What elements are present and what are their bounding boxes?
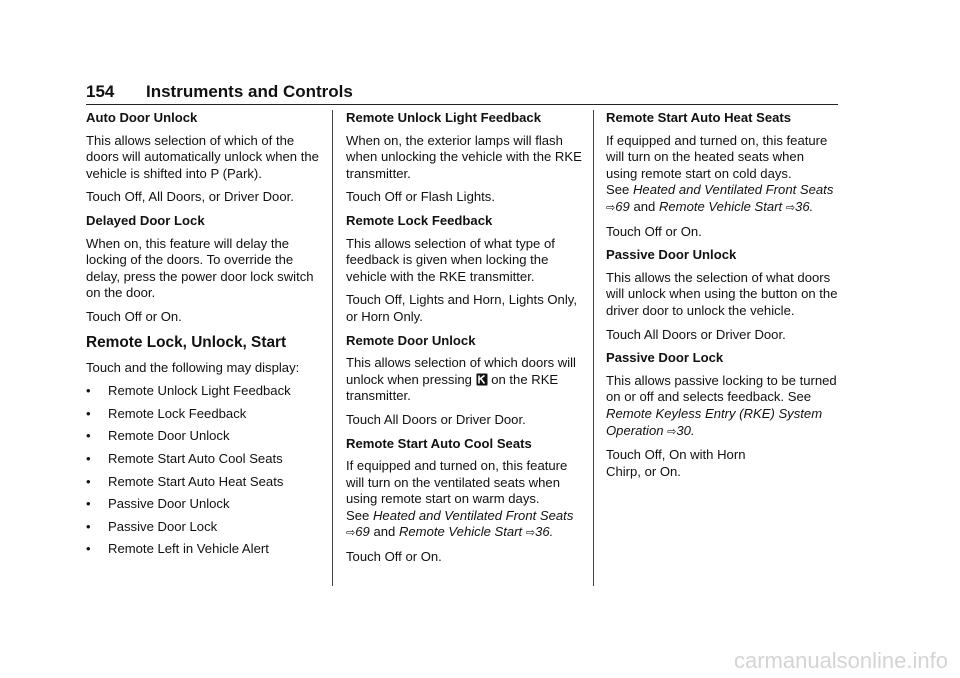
page-ref[interactable]: 36	[535, 524, 550, 540]
unlock-light-feedback-heading: Remote Unlock Light Feedback	[346, 110, 541, 125]
list-item: •Remote Unlock Light Feedback	[86, 383, 291, 399]
list-item: •Remote Door Unlock	[86, 428, 230, 444]
page-ref[interactable]: 30	[676, 422, 691, 438]
header-rule	[86, 104, 838, 105]
bullet: •	[86, 541, 91, 557]
column-1: Auto Door Unlock This allows selection o…	[86, 110, 322, 564]
bullet: •	[86, 405, 91, 421]
remote-options-list: •Remote Unlock Light Feedback •Remote Lo…	[86, 383, 322, 558]
delayed-door-lock-heading: Delayed Door Lock	[86, 212, 205, 228]
page-number: 154	[86, 82, 115, 101]
lock-feedback-body: This allows selection of what type of fe…	[346, 235, 555, 284]
unlock-key-icon	[476, 373, 488, 386]
lock-feedback-options: Touch Off, Lights and Horn, Lights Only,…	[346, 292, 577, 324]
page-ref-arrow-icon: ⇨	[667, 425, 677, 438]
list-item: •Remote Start Auto Cool Seats	[86, 450, 283, 466]
auto-cool-seats-heading: Remote Start Auto Cool Seats	[346, 435, 532, 451]
page-title: Instruments and Controls	[146, 82, 353, 101]
page-ref-arrow-icon: ⇨	[606, 201, 616, 214]
bullet: •	[86, 428, 91, 444]
xref-link[interactable]: Heated and Ventilated Front Seats	[372, 507, 574, 523]
page-ref[interactable]: 69	[615, 198, 630, 214]
passive-door-unlock-options: Touch All Doors or Driver Door.	[606, 326, 786, 342]
page-ref-arrow-icon: ⇨	[346, 527, 356, 540]
xref-link[interactable]: Remote Keyless Entry (RKE) System Operat…	[606, 405, 823, 438]
auto-heat-seats-body: If equipped and turned on, this feature …	[606, 132, 828, 181]
bullet: •	[86, 383, 91, 399]
auto-door-unlock-heading: Auto Door Unlock	[86, 110, 198, 125]
xref-link[interactable]: Remote Vehicle Start	[398, 524, 523, 540]
list-item: •Remote Start Auto Heat Seats	[86, 473, 284, 489]
lock-feedback-heading: Remote Lock Feedback	[346, 212, 493, 228]
bullet: •	[86, 473, 91, 489]
auto-heat-seats-options: Touch Off or On.	[606, 223, 702, 239]
watermark: carmanualsonline.info	[733, 648, 948, 673]
page-ref[interactable]: 36	[795, 198, 810, 214]
passive-door-lock-options: Touch Off, On with Horn Chirp, or On.	[606, 447, 746, 479]
xref-link[interactable]: Remote Vehicle Start	[658, 198, 783, 214]
bullet: •	[86, 450, 91, 466]
auto-cool-seats-body: If equipped and turned on, this feature …	[346, 458, 568, 507]
passive-door-lock-body: This allows passive locking to be turned…	[606, 372, 837, 438]
list-item: •Remote Lock Feedback	[86, 405, 247, 421]
delayed-door-lock-options: Touch Off or On.	[86, 308, 182, 324]
passive-door-unlock-heading: Passive Door Unlock	[606, 247, 737, 263]
remote-door-unlock-heading: Remote Door Unlock	[346, 332, 476, 348]
column-2: Remote Unlock Light Feedback When on, th…	[346, 110, 584, 573]
column-3: Remote Start Auto Heat Seats If equipped…	[606, 110, 838, 487]
remote-door-unlock-options: Touch All Doors or Driver Door.	[346, 411, 526, 427]
page-ref-arrow-icon: ⇨	[525, 527, 536, 540]
column-divider-1	[332, 110, 333, 586]
bullet: •	[86, 518, 91, 534]
page-ref[interactable]: 69	[355, 524, 370, 540]
list-item: •Remote Left in Vehicle Alert	[86, 541, 269, 557]
column-divider-2	[593, 110, 594, 586]
unlock-light-feedback-options: Touch Off or Flash Lights.	[346, 189, 495, 205]
bullet: •	[86, 496, 91, 512]
unlock-light-feedback-body: When on, the exterior lamps will flash w…	[346, 132, 582, 181]
auto-door-unlock-options: Touch Off, All Doors, or Driver Door.	[86, 189, 294, 205]
auto-cool-seats-ref: See Heated and Ventilated Front Seats ⇨6…	[346, 507, 574, 540]
list-item: •Passive Door Lock	[86, 518, 218, 534]
xref-link[interactable]: Heated and Ventilated Front Seats	[632, 182, 834, 198]
auto-cool-seats-options: Touch Off or On.	[346, 549, 442, 565]
page-ref-arrow-icon: ⇨	[785, 201, 796, 214]
passive-door-unlock-body: This allows the selection of what doors …	[606, 269, 838, 318]
auto-heat-seats-heading: Remote Start Auto Heat Seats	[606, 110, 792, 125]
section-title: Remote Lock, Unlock, Start	[86, 333, 287, 351]
list-item: •Passive Door Unlock	[86, 496, 230, 512]
passive-door-lock-heading: Passive Door Lock	[606, 350, 724, 366]
delayed-door-lock-body: When on, this feature will delay the loc…	[86, 235, 314, 301]
auto-heat-seats-ref: See Heated and Ventilated Front Seats ⇨6…	[606, 182, 834, 214]
auto-door-unlock-body: This allows selection of which of the do…	[86, 132, 319, 181]
section-intro: Touch and the following may display:	[86, 359, 300, 375]
page-header: 154 Instruments and Controls	[86, 80, 838, 104]
remote-door-unlock-body: This allows selection of which doors wil…	[346, 355, 576, 404]
